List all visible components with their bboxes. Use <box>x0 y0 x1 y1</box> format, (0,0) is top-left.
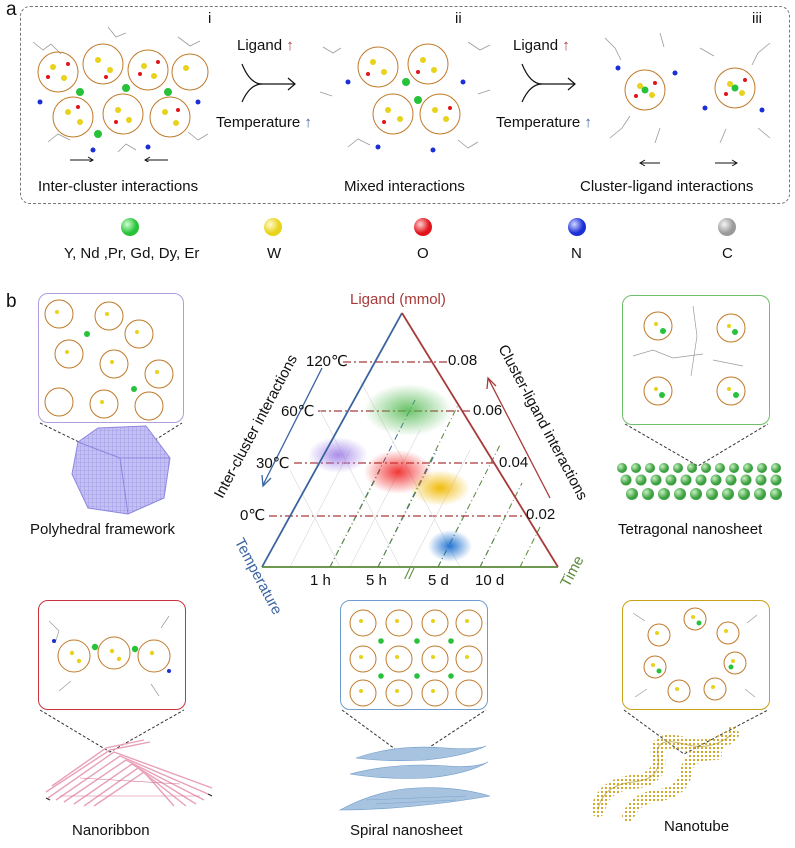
polyhedral-structure-image <box>44 299 174 421</box>
spiral-structure-box <box>340 600 488 710</box>
atom-c-icon <box>718 218 736 236</box>
region-tetragonal <box>364 384 452 436</box>
ternary-top-label: Ligand (mmol) <box>350 291 446 308</box>
ligand-up-arrow-icon: ↑ <box>286 37 294 54</box>
panel-a-letter: a <box>6 0 17 20</box>
temperature-label-2: Temperature ↑ <box>496 114 592 131</box>
stage-i-numeral: i <box>208 10 212 27</box>
atom-rare-earth-icon <box>121 218 139 236</box>
ligand-label-2-text: Ligand <box>513 37 559 54</box>
transition-arrow-1-icon <box>241 63 296 103</box>
product-name-polyhedral: Polyhedral framework <box>30 521 176 538</box>
legend-label-w: W <box>267 245 282 262</box>
legend-label-n: N <box>571 245 582 262</box>
time-axis-break-icon: // <box>405 566 414 583</box>
atom-w-icon <box>264 218 282 236</box>
product-name-tetragonal: Tetragonal nanosheet <box>618 521 763 538</box>
time-tick-1h: 1 h <box>310 572 331 589</box>
ligand-up-arrow-2-icon: ↑ <box>562 37 570 54</box>
triangle-right-edge <box>401 312 559 568</box>
atom-n-icon <box>568 218 586 236</box>
temperature-label-1-text: Temperature <box>216 114 301 131</box>
panel-b-letter: b <box>6 291 17 312</box>
ligand-tick-006: 0.06 <box>473 402 503 419</box>
region-spiral <box>428 530 472 562</box>
transition-arrow-2-icon <box>521 63 576 103</box>
stage-ii-caption: Mixed interactions <box>344 178 465 195</box>
ligand-tick-008: 0.08 <box>448 352 478 369</box>
temperature-up-arrow-2-icon: ↑ <box>584 114 592 131</box>
tetragonal-structure-box <box>622 295 770 425</box>
nanoribbon-structure-box <box>38 600 186 710</box>
legend-label-o: O <box>417 245 429 262</box>
ligand-label-1-text: Ligand <box>237 37 283 54</box>
temp-tick-60: 60℃ <box>281 403 315 420</box>
cluster-ligand-illustration <box>604 32 771 166</box>
ligand-tick-004: 0.04 <box>499 454 529 471</box>
mixed-illustration <box>319 41 491 153</box>
temperature-label-1: Temperature ↑ <box>216 114 312 131</box>
spiral-nanosheet-icon <box>338 745 491 811</box>
nanotube-structure-box <box>622 600 770 710</box>
temp-tick-0: 0℃ <box>240 507 266 524</box>
temperature-up-arrow-icon: ↑ <box>304 114 312 131</box>
ligand-label-2: Ligand ↑ <box>513 37 570 54</box>
stage-i-caption: Inter-cluster interactions <box>38 178 199 195</box>
legend-label-c: C <box>722 245 733 262</box>
right-axis-arrow-icon <box>486 376 551 499</box>
nanotube-structure-image <box>632 607 758 703</box>
inter-cluster-illustration <box>32 26 209 162</box>
temperature-label-2-text: Temperature <box>496 114 581 131</box>
time-tick-5h: 5 h <box>366 572 387 589</box>
spiral-structure-image <box>349 609 483 707</box>
temp-tick-30: 30℃ <box>256 455 290 472</box>
product-name-nanoribbon: Nanoribbon <box>72 822 150 839</box>
stage-ii-numeral: ii <box>455 10 462 27</box>
time-tick-5d: 5 d <box>428 572 449 589</box>
stage-iii-caption: Cluster-ligand interactions <box>580 178 754 195</box>
nanoribbon-structure-image <box>48 615 171 697</box>
tetragonal-structure-image <box>632 305 746 406</box>
atom-o-icon <box>414 218 432 236</box>
legend-label-rare-earth: Y, Nd ,Pr, Gd, Dy, Er <box>64 245 200 262</box>
triangle-left-edge <box>261 312 403 568</box>
product-name-nanotube: Nanotube <box>664 818 730 835</box>
nanotube-icon <box>592 727 739 822</box>
stage-iii-numeral: iii <box>752 10 762 27</box>
ligand-tick-002: 0.02 <box>526 506 556 523</box>
nanoribbon-icon <box>45 739 213 807</box>
tetragonal-nanosheet-icon <box>617 463 782 500</box>
region-nanotube <box>410 470 470 506</box>
polyhedral-framework-icon <box>71 425 171 515</box>
panel-a-frame <box>20 6 790 204</box>
left-axis-arrow-icon <box>261 367 323 488</box>
time-tick-10d: 10 d <box>475 572 505 589</box>
temp-tick-120: 120℃ <box>306 353 348 370</box>
polyhedral-structure-box <box>38 293 184 423</box>
product-name-spiral: Spiral nanosheet <box>350 822 463 839</box>
region-polyhedral <box>308 437 368 473</box>
ligand-label-1: Ligand ↑ <box>237 37 294 54</box>
